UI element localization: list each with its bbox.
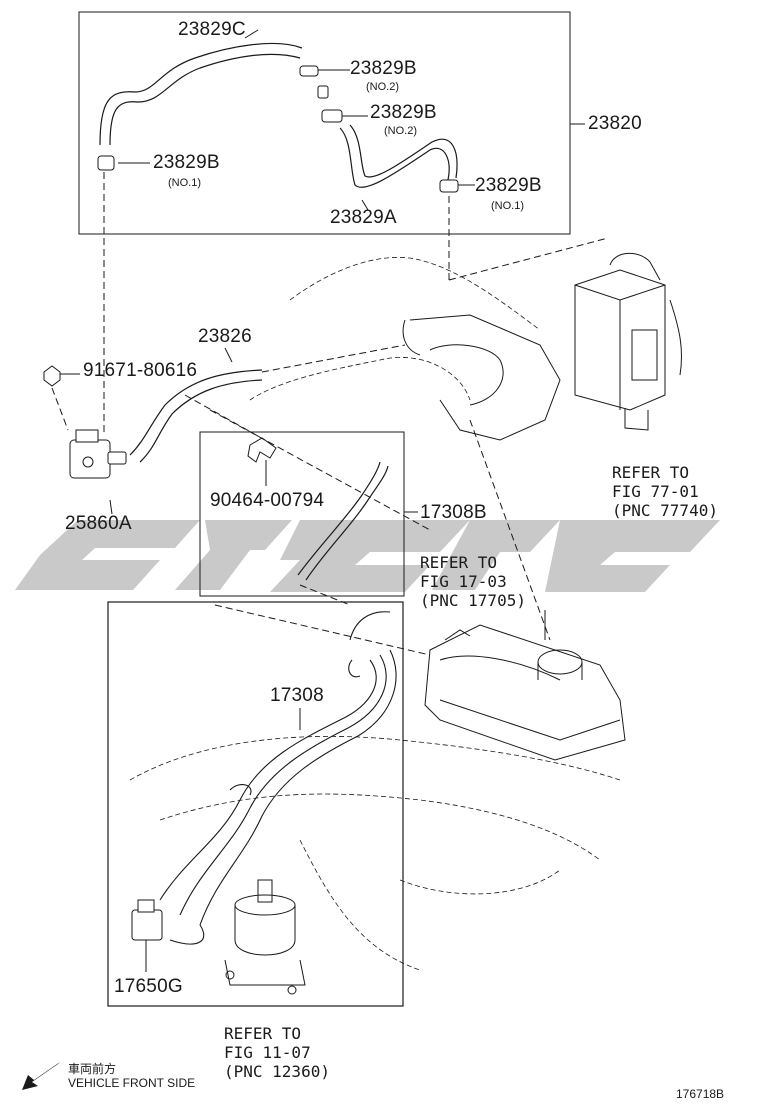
label-17308B[interactable]: 17308B <box>420 502 487 523</box>
label-25860A[interactable]: 25860A <box>65 513 132 534</box>
ref-fig77-line3: (PNC 77740) <box>612 501 718 520</box>
bolt-91671 <box>43 365 61 387</box>
ref-fig77-line2: FIG 77-01 <box>612 482 699 501</box>
hose-23829C <box>99 42 303 146</box>
ref-fig-17-03[interactable]: REFER TO FIG 17-03 (PNC 17705) <box>420 553 526 610</box>
label-23829C[interactable]: 23829C <box>178 19 246 40</box>
engine-outline <box>129 257 621 971</box>
ref-fig77-line1: REFER TO <box>612 463 690 482</box>
label-23829B-left[interactable]: 23829B <box>153 152 220 173</box>
label-23820[interactable]: 23820 <box>588 113 642 134</box>
kit-box-23820 <box>78 11 571 235</box>
vsv-25860A <box>69 429 127 479</box>
ref-fig17-line2: FIG 17-03 <box>420 572 507 591</box>
label-23829B-left-note: (NO.1) <box>168 177 201 189</box>
front-side-en: VEHICLE FRONT SIDE <box>68 1076 196 1090</box>
hose-23826 <box>129 369 263 463</box>
label-23829B-mid-note: (NO.2) <box>384 125 417 137</box>
throttle-body <box>402 314 561 441</box>
kit-box-17308B <box>199 431 405 597</box>
ref-fig17-line3: (PNC 17705) <box>420 591 526 610</box>
ref-fig11-line3: (PNC 12360) <box>224 1062 330 1081</box>
clamps-top <box>97 65 459 193</box>
ref-fig-11-07[interactable]: REFER TO FIG 11-07 (PNC 12360) <box>224 1024 330 1081</box>
hose-17308B <box>297 461 389 581</box>
charcoal-canister <box>574 252 683 431</box>
lower-box <box>107 601 404 1007</box>
leader-lines <box>51 172 609 656</box>
hose-23829A <box>339 124 458 188</box>
figure-id: 176718B <box>676 1087 725 1101</box>
ref-fig-77-01[interactable]: REFER TO FIG 77-01 (PNC 77740) <box>612 463 718 520</box>
label-23829B-right[interactable]: 23829B <box>475 175 542 196</box>
label-23829B-top-note: (NO.2) <box>366 81 399 93</box>
label-23829A[interactable]: 23829A <box>330 207 397 228</box>
watermark-logo <box>15 520 720 592</box>
ref-fig17-line1: REFER TO <box>420 553 498 572</box>
ref-fig11-line2: FIG 11-07 <box>224 1043 311 1062</box>
air-cleaner <box>424 624 626 761</box>
clip-90464 <box>247 437 277 463</box>
label-23829B-top[interactable]: 23829B <box>350 58 417 79</box>
label-90464[interactable]: 90464-00794 <box>210 490 325 511</box>
label-17650G[interactable]: 17650G <box>114 976 183 997</box>
front-arrow-icon <box>22 1062 60 1090</box>
engine-mount <box>224 879 306 995</box>
front-side-jp: 車両前方 <box>68 1062 117 1076</box>
label-23826[interactable]: 23826 <box>198 326 252 347</box>
label-17308[interactable]: 17308 <box>270 685 324 706</box>
vsv-17650G <box>131 899 163 941</box>
label-91671[interactable]: 91671-80616 <box>83 360 198 381</box>
label-23829B-right-note: (NO.1) <box>491 200 524 212</box>
label-23829B-mid[interactable]: 23829B <box>370 102 437 123</box>
tubes-17308 <box>159 611 397 945</box>
ref-fig11-line1: REFER TO <box>224 1024 302 1043</box>
